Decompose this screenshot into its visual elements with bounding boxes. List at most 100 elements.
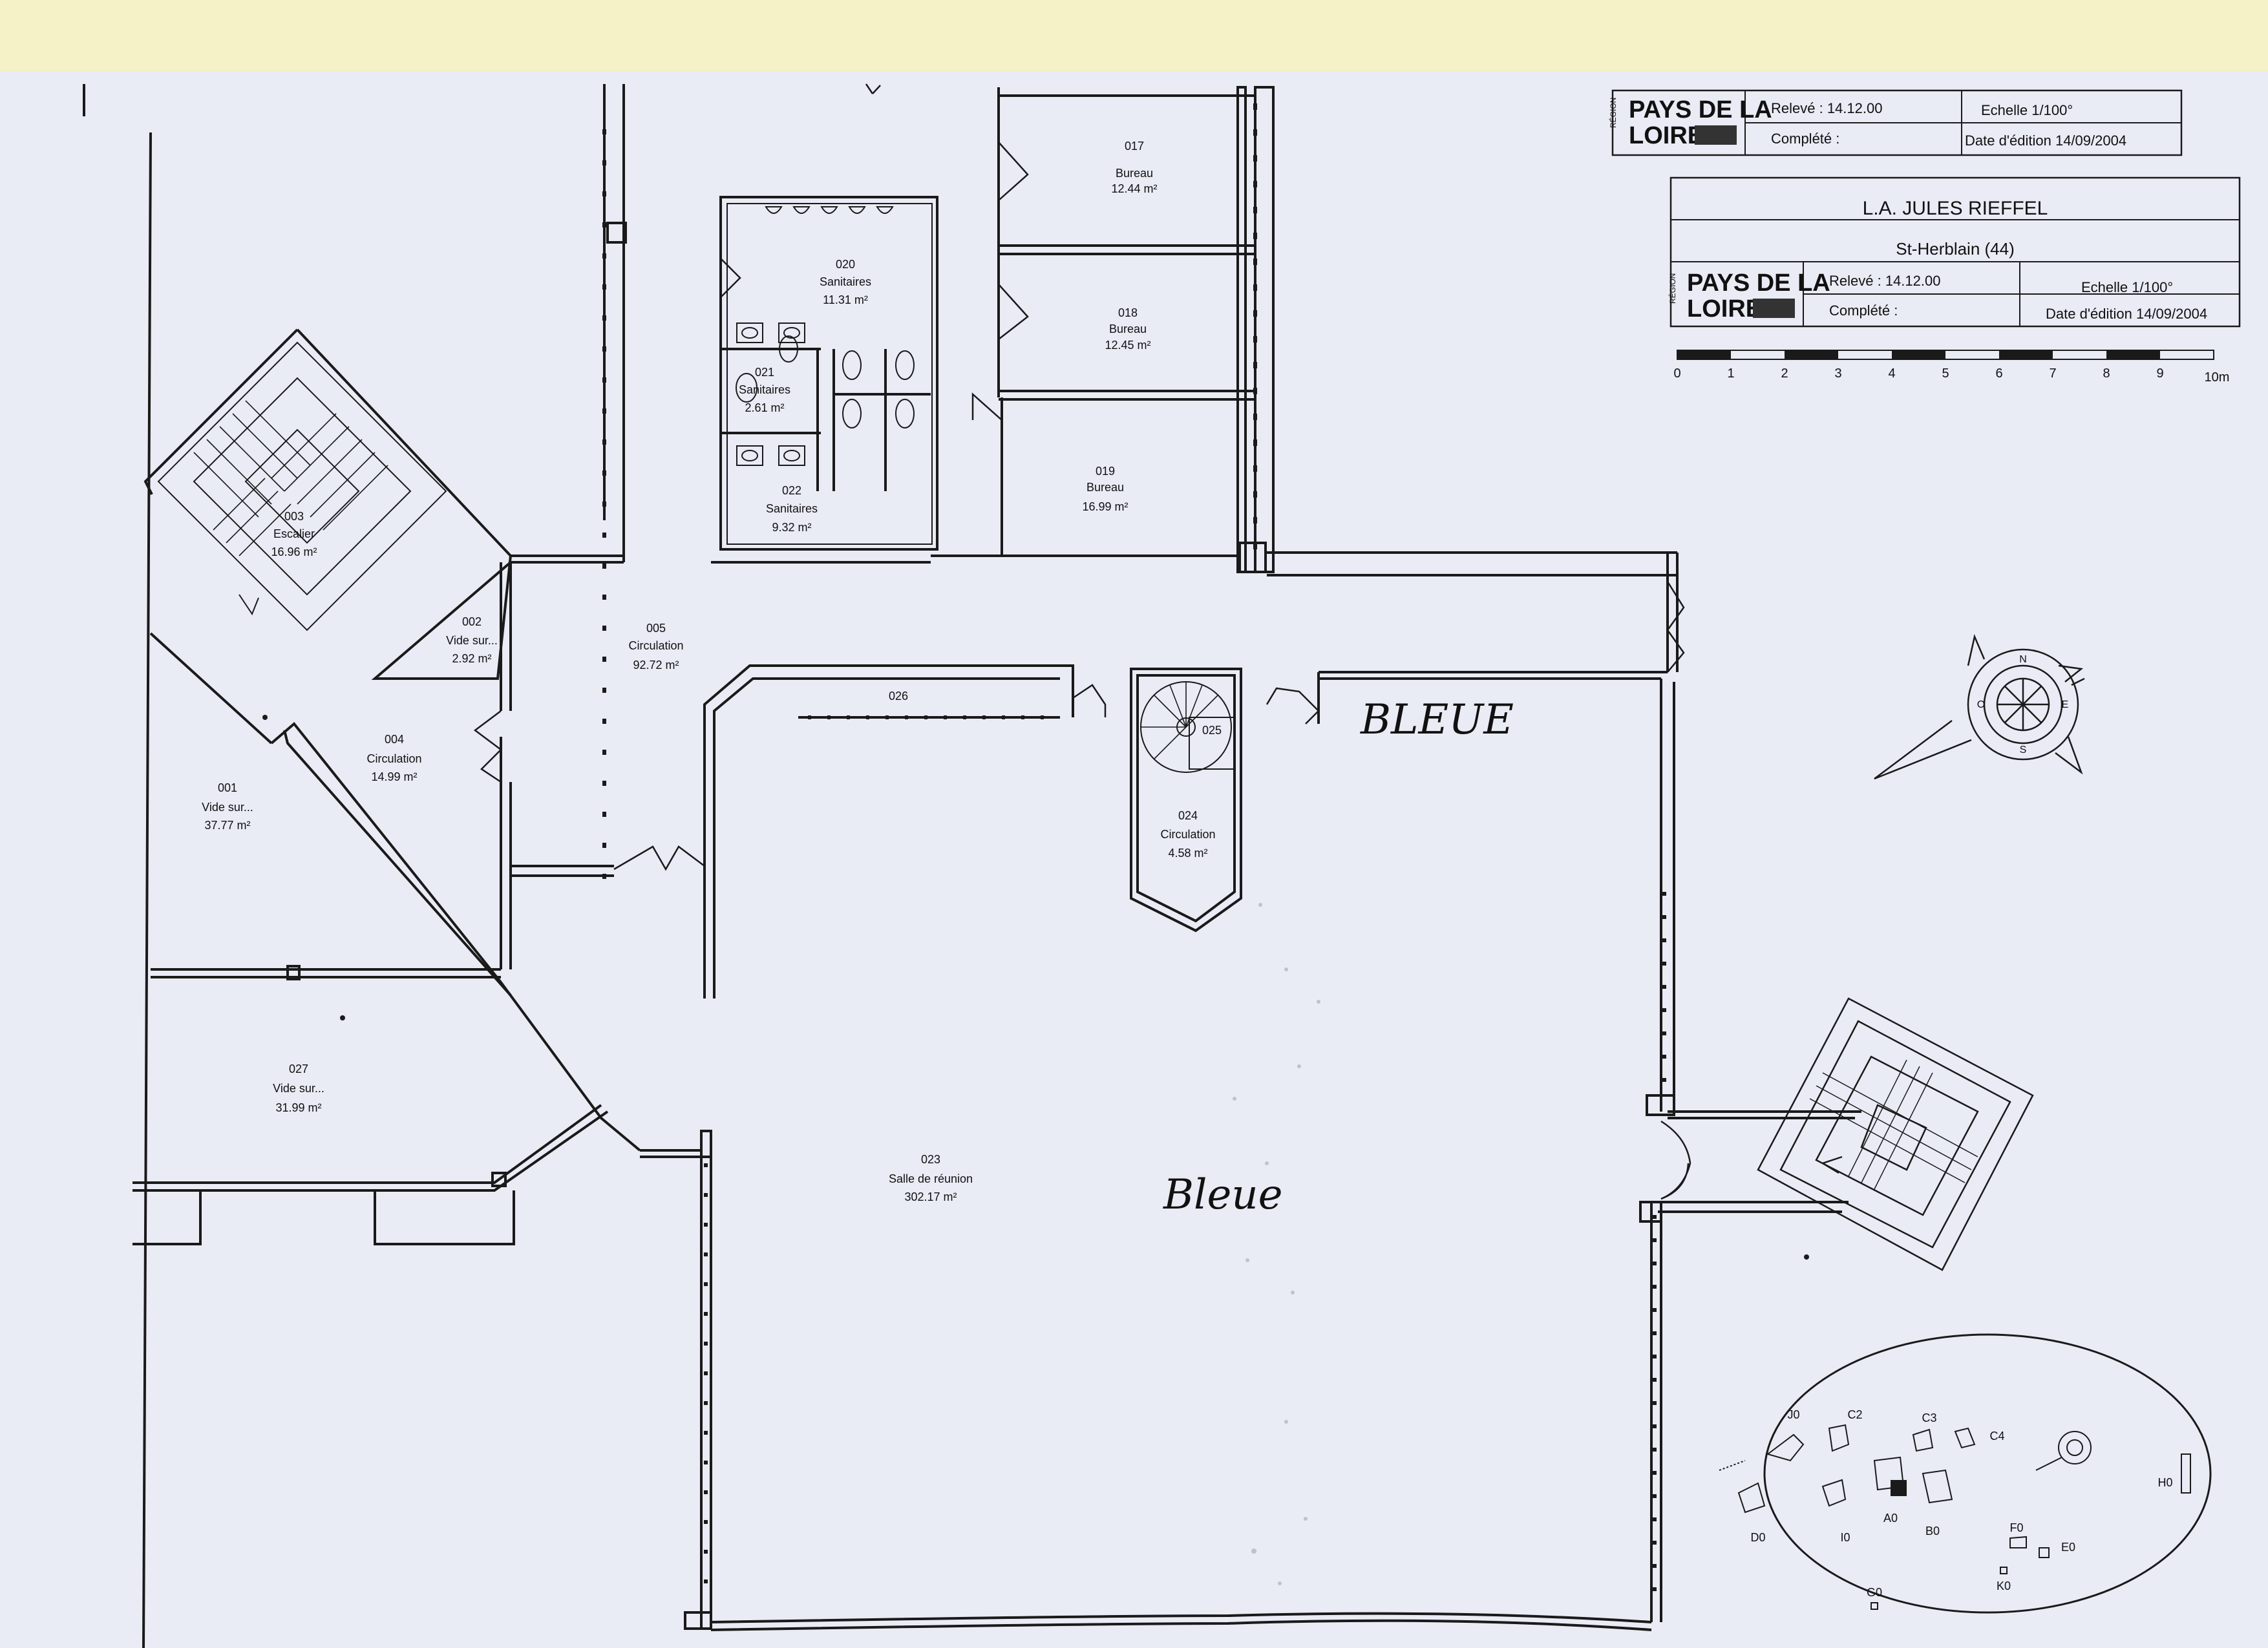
- room-018: 018 Bureau 12.45 m²: [1105, 306, 1150, 352]
- releve-text: Relevé : 14.12.00: [1829, 273, 1940, 289]
- date-edition-text: Date d'édition 14/09/2004: [1965, 132, 2126, 149]
- svg-text:002: 002: [462, 615, 482, 628]
- room-027: 027 Vide sur... 31.99 m²: [273, 1062, 324, 1114]
- scale-tick-8: 8: [2103, 366, 2110, 381]
- scan-speckle: [1233, 903, 1320, 1585]
- room-025-tag: 025: [1202, 724, 1222, 737]
- svg-text:Sanitaires: Sanitaires: [766, 502, 818, 515]
- svg-text:Circulation: Circulation: [628, 639, 683, 652]
- logo-line2: LOIRE: [1687, 295, 1762, 322]
- room-004: 004 Circulation 14.99 m²: [366, 733, 421, 783]
- svg-text:92.72 m²: 92.72 m²: [633, 659, 679, 671]
- compass-label-n: N: [2019, 654, 2027, 665]
- key-label-c4: C4: [1989, 1430, 2004, 1442]
- svg-text:020: 020: [836, 258, 855, 271]
- key-map-compass-icon: [2035, 1431, 2092, 1471]
- key-label-d0: D0: [1750, 1531, 1765, 1544]
- compass-label-s: S: [2020, 745, 2027, 755]
- svg-text:16.96 m²: 16.96 m²: [271, 545, 317, 558]
- svg-text:31.99 m²: 31.99 m²: [275, 1101, 321, 1114]
- wall-dashes: [602, 103, 1666, 1603]
- releve-text: Relevé : 14.12.00: [1771, 100, 1882, 116]
- echelle-text: Echelle 1/100°: [2081, 279, 2173, 295]
- svg-text:019: 019: [1096, 465, 1115, 478]
- stair-003: [157, 341, 447, 631]
- svg-text:Vide sur...: Vide sur...: [202, 801, 253, 814]
- scale-tick-0: 0: [1673, 366, 1680, 381]
- room-022: 022 Sanitaires 9.32 m²: [766, 484, 818, 534]
- building-name: L.A. JULES RIEFFEL: [1863, 198, 2048, 219]
- key-label-i0: I0: [1840, 1531, 1850, 1544]
- logo-side-text: RÉGION: [1608, 98, 1618, 128]
- svg-text:16.99 m²: 16.99 m²: [1082, 500, 1128, 513]
- stair-exterior: [1757, 997, 2034, 1271]
- logo-emblem: [1695, 125, 1737, 145]
- room-019: 019 Bureau 16.99 m²: [1082, 465, 1128, 513]
- svg-text:302.17 m²: 302.17 m²: [904, 1190, 957, 1203]
- logo-line1: PAYS DE LA: [1687, 269, 1830, 297]
- scale-tick-9: 9: [2156, 366, 2163, 381]
- handwritten-bleue-script: Bleue: [1163, 1171, 1282, 1219]
- svg-text:Bureau: Bureau: [1086, 481, 1124, 494]
- top-strip: [0, 0, 2268, 71]
- compass-rose-icon: N E S O: [1874, 633, 2085, 780]
- key-label-e0: E0: [2061, 1541, 2075, 1554]
- svg-text:Bureau: Bureau: [1109, 322, 1147, 335]
- key-label-a0: A0: [1883, 1512, 1898, 1525]
- svg-text:023: 023: [921, 1153, 940, 1166]
- scale-tick-7: 7: [2049, 366, 2056, 381]
- svg-text:Salle de réunion: Salle de réunion: [889, 1172, 973, 1185]
- logo-emblem: [1753, 299, 1795, 318]
- svg-text:12.44 m²: 12.44 m²: [1111, 182, 1157, 195]
- title-block-main: L.A. JULES RIEFFEL St-Herblain (44) RÉGI…: [1668, 176, 2241, 328]
- svg-text:9.32 m²: 9.32 m²: [772, 521, 811, 534]
- compass-label-o: O: [1977, 699, 1985, 710]
- key-label-h0: H0: [2157, 1476, 2172, 1489]
- complete-text: Complété :: [1829, 302, 1898, 319]
- location-name: St-Herblain (44): [1896, 239, 2015, 259]
- key-label-f0: F0: [2009, 1521, 2023, 1534]
- scale-tick-3: 3: [1834, 366, 1841, 381]
- door-swings: [473, 83, 1691, 1200]
- scale-tick-6: 6: [1995, 366, 2002, 381]
- key-label-c2: C2: [1847, 1408, 1862, 1421]
- svg-text:Circulation: Circulation: [1160, 828, 1215, 841]
- svg-text:018: 018: [1118, 306, 1138, 319]
- svg-text:Escalier: Escalier: [273, 527, 315, 540]
- svg-text:14.99 m²: 14.99 m²: [371, 770, 417, 783]
- key-label-k0: K0: [1997, 1579, 2011, 1592]
- svg-text:027: 027: [289, 1062, 308, 1075]
- svg-text:Vide sur...: Vide sur...: [273, 1082, 324, 1095]
- scale-tick-2: 2: [1781, 366, 1788, 381]
- handwritten-bleue-caps: BLEUE: [1360, 696, 1514, 744]
- room-labels: 017 Bureau 12.44 m² 018 Bureau 12.45 m² …: [202, 140, 1222, 1203]
- key-label-b0: B0: [1925, 1525, 1940, 1537]
- svg-text:11.31 m²: 11.31 m²: [823, 293, 868, 306]
- svg-text:Sanitaires: Sanitaires: [739, 383, 790, 396]
- sanitary-fixtures: [736, 206, 915, 466]
- room-017: 017 Bureau 12.44 m²: [1111, 140, 1157, 195]
- room-026-tag: 026: [889, 690, 908, 703]
- scale-tick-1: 1: [1727, 366, 1734, 381]
- svg-text:005: 005: [646, 622, 666, 635]
- svg-text:003: 003: [284, 510, 304, 523]
- scale-tick-4: 4: [1888, 366, 1895, 381]
- svg-text:024: 024: [1178, 809, 1198, 822]
- site-key-map: J0 C2 C3 C4 H0 D0 I0 A0 B0 F0 E0 K0 G0: [1719, 1333, 2212, 1614]
- compass-label-e: E: [2062, 699, 2069, 710]
- room-024: 024 Circulation 4.58 m²: [1160, 809, 1215, 860]
- svg-text:37.77 m²: 37.77 m²: [204, 819, 250, 832]
- svg-text:2.61 m²: 2.61 m²: [745, 401, 784, 414]
- svg-text:Vide sur...: Vide sur...: [446, 634, 498, 647]
- svg-text:022: 022: [782, 484, 801, 497]
- svg-text:4.58 m²: 4.58 m²: [1168, 847, 1207, 860]
- room-005: 005 Circulation 92.72 m²: [628, 622, 683, 671]
- echelle-text: Echelle 1/100°: [1981, 102, 2073, 118]
- title-block-top: RÉGION PAYS DE LA LOIRE Relevé : 14.12.0…: [1608, 89, 2183, 156]
- svg-text:021: 021: [755, 366, 774, 379]
- svg-text:12.45 m²: 12.45 m²: [1105, 339, 1150, 352]
- room-021: 021 Sanitaires 2.61 m²: [739, 366, 790, 414]
- svg-text:Sanitaires: Sanitaires: [820, 275, 871, 288]
- svg-text:004: 004: [385, 733, 404, 746]
